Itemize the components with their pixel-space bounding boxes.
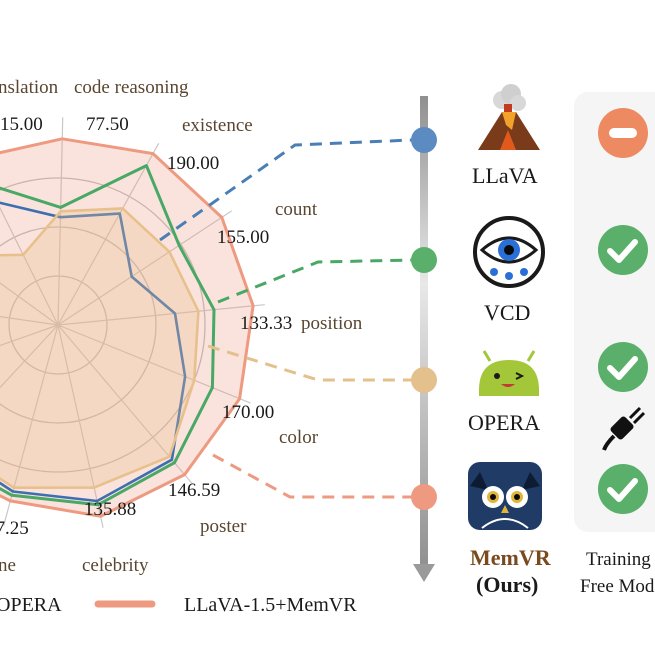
spoke-existence xyxy=(57,142,160,326)
tick-position: 133.33 xyxy=(240,313,292,334)
series-opera xyxy=(0,207,200,490)
axis-label-existence: existence xyxy=(182,115,253,136)
spoke-color xyxy=(57,324,251,404)
axis-label-code-reasoning: code reasoning xyxy=(74,77,189,98)
method-name-llava: LLaVA xyxy=(472,163,538,188)
tick-color: 170.00 xyxy=(222,402,274,423)
connector-memvr xyxy=(212,453,412,499)
spoke-OCR xyxy=(0,316,59,326)
axis-label-count: count xyxy=(275,199,318,220)
android-icon xyxy=(479,350,539,396)
grid-ring-1 xyxy=(8,275,108,375)
dot-opera xyxy=(411,367,437,393)
method-name-memvr: MemVR xyxy=(470,545,552,570)
spoke-numerical xyxy=(0,282,59,326)
axis-label-translation: nslation xyxy=(0,77,59,98)
tick-scene: 57.25 xyxy=(0,518,29,539)
tick-celebrity: 135.88 xyxy=(84,499,136,520)
training-free-label-1: Training xyxy=(586,549,651,570)
tick-existence: 190.00 xyxy=(167,153,219,174)
axis-label-color: color xyxy=(279,427,319,448)
grid-ring-3 xyxy=(0,177,206,473)
axis-label-position: position xyxy=(301,313,363,334)
legend-memvr-label: LLaVA-1.5+MemVR xyxy=(184,594,357,616)
tick-poster: 146.59 xyxy=(168,480,220,501)
grid-ring-2 xyxy=(0,226,157,424)
timeline-arrow xyxy=(413,564,435,582)
minus-icon xyxy=(598,108,648,158)
tick-translation: 15.00 xyxy=(0,114,43,135)
tick-code-reasoning: 77.50 xyxy=(86,114,129,135)
spoke-landmark xyxy=(0,324,59,389)
spoke-position xyxy=(57,304,265,326)
axis-label-poster: poster xyxy=(200,516,247,537)
eye-icon xyxy=(473,216,545,288)
connector-llava xyxy=(159,138,413,242)
series-llava-1-5-memvr xyxy=(0,137,255,518)
dot-memvr xyxy=(411,484,437,510)
timeline-bar xyxy=(420,96,428,566)
series-vcd xyxy=(0,164,216,507)
plug-icon xyxy=(602,406,646,451)
check-icon-memvr xyxy=(598,464,648,514)
legend-opera-label: OPERA xyxy=(0,594,62,616)
owl-icon xyxy=(468,462,542,530)
spoke-code-reasoning xyxy=(57,117,64,326)
spoke-count xyxy=(57,210,232,326)
axis-label-celebrity: celebrity xyxy=(82,555,149,576)
radar-chart xyxy=(0,117,265,528)
spoke-celebrity xyxy=(57,324,104,528)
method-name-opera: OPERA xyxy=(468,410,540,435)
check-icon-opera xyxy=(598,342,648,392)
method-name-ours: (Ours) xyxy=(476,572,538,597)
dot-llava xyxy=(411,127,437,153)
axis-label-scene: ne xyxy=(0,555,16,576)
tick-count: 155.00 xyxy=(217,227,269,248)
spoke-artwork xyxy=(0,324,59,347)
series-llava-1-5 xyxy=(0,201,187,503)
spoke-text-translation xyxy=(0,206,59,326)
dot-vcd xyxy=(411,247,437,273)
connector-vcd xyxy=(217,258,413,304)
method-name-vcd: VCD xyxy=(484,300,530,325)
training-free-label-2: Free Mod xyxy=(580,576,655,597)
check-icon-vcd xyxy=(598,225,648,275)
volcano-icon xyxy=(478,84,540,150)
